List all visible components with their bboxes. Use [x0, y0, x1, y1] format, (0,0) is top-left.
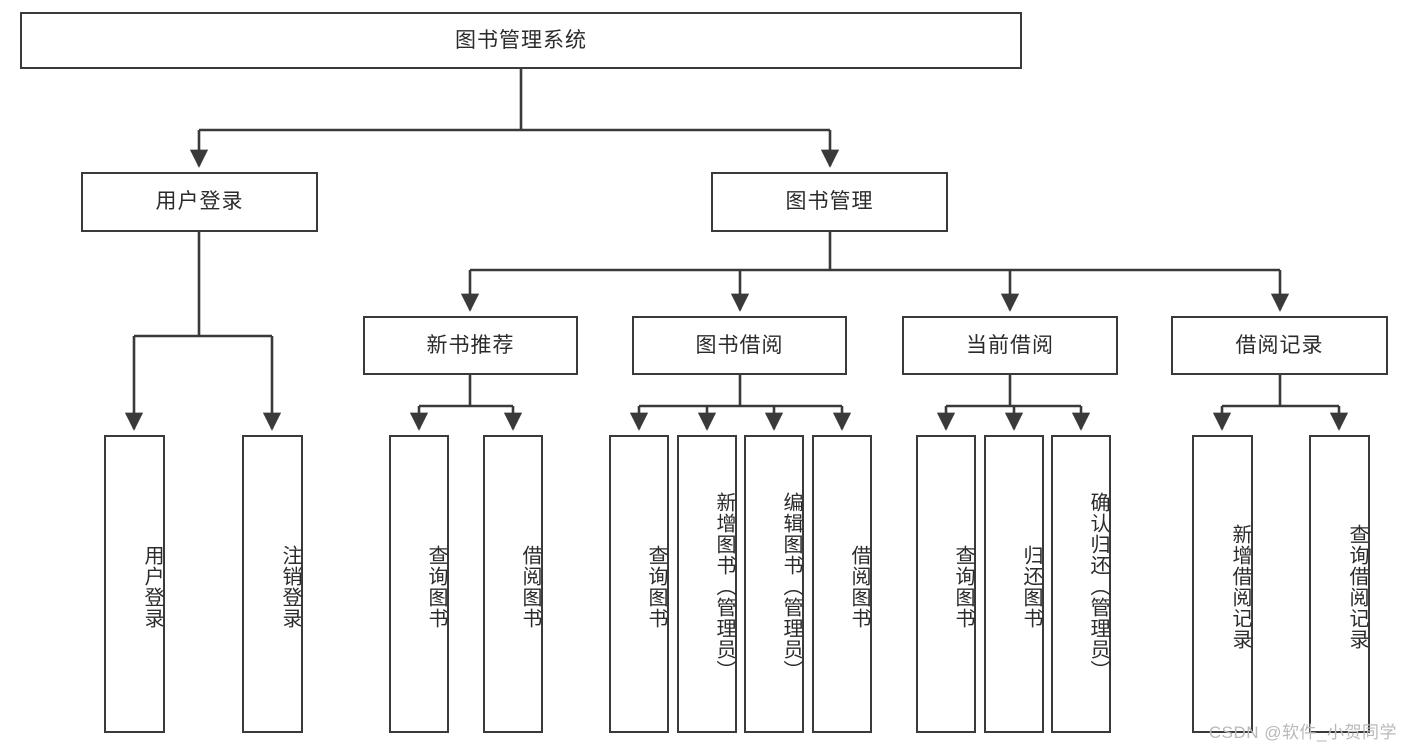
node-new-book-recommend-label: 新书推荐 [426, 333, 515, 357]
node-leaf-user-login[interactable]: 用户登录 [104, 435, 165, 733]
node-leaf-logout-login[interactable]: 注销登录 [242, 435, 303, 733]
node-user-login[interactable]: 用户登录 [81, 172, 318, 232]
node-leaf-edit-book[interactable]: 编辑图书（管理员） [744, 435, 804, 733]
node-leaf-add-book-label: 新增图书（管理员） [713, 491, 735, 681]
node-borrow-record[interactable]: 借阅记录 [1171, 316, 1388, 375]
node-leaf-add-record-label: 新增借阅记录 [1229, 524, 1251, 650]
node-book-admin[interactable]: 图书管理 [711, 172, 948, 232]
node-leaf-query-record-label: 查询借阅记录 [1346, 524, 1368, 650]
node-leaf-borrow-book-1[interactable]: 借阅图书 [483, 435, 543, 733]
node-leaf-return-book[interactable]: 归还图书 [984, 435, 1044, 733]
node-leaf-confirm-return-label: 确认归还（管理员） [1087, 491, 1109, 681]
node-leaf-logout-login-label: 注销登录 [279, 545, 301, 629]
node-book-borrow[interactable]: 图书借阅 [632, 316, 847, 375]
node-new-book-recommend[interactable]: 新书推荐 [363, 316, 578, 375]
node-user-login-label: 用户登录 [155, 190, 244, 214]
node-leaf-query-book-2[interactable]: 查询图书 [609, 435, 669, 733]
node-book-borrow-label: 图书借阅 [695, 333, 784, 357]
node-leaf-add-book[interactable]: 新增图书（管理员） [677, 435, 737, 733]
node-leaf-query-book-1[interactable]: 查询图书 [389, 435, 449, 733]
csdn-watermark: CSDN @软件_小贺同学 [1208, 723, 1397, 742]
node-leaf-edit-book-label: 编辑图书（管理员） [780, 491, 802, 681]
node-current-borrow[interactable]: 当前借阅 [902, 316, 1118, 375]
node-leaf-borrow-book-1-label: 借阅图书 [519, 545, 541, 629]
node-leaf-query-book-3-label: 查询图书 [952, 545, 974, 629]
node-book-admin-label: 图书管理 [785, 190, 874, 214]
node-borrow-record-label: 借阅记录 [1235, 333, 1324, 357]
node-leaf-borrow-book-2-label: 借阅图书 [848, 545, 870, 629]
node-current-borrow-label: 当前借阅 [966, 333, 1054, 357]
node-leaf-query-record[interactable]: 查询借阅记录 [1309, 435, 1370, 733]
node-leaf-return-book-label: 归还图书 [1020, 545, 1042, 629]
node-leaf-confirm-return[interactable]: 确认归还（管理员） [1051, 435, 1111, 733]
node-leaf-query-book-2-label: 查询图书 [645, 545, 667, 629]
node-root-label: 图书管理系统 [455, 28, 587, 52]
node-root[interactable]: 图书管理系统 [20, 12, 1022, 69]
node-leaf-add-record[interactable]: 新增借阅记录 [1192, 435, 1253, 733]
node-leaf-query-book-1-label: 查询图书 [425, 545, 447, 629]
node-leaf-user-login-label: 用户登录 [141, 545, 163, 629]
node-leaf-borrow-book-2[interactable]: 借阅图书 [812, 435, 872, 733]
node-leaf-query-book-3[interactable]: 查询图书 [916, 435, 976, 733]
